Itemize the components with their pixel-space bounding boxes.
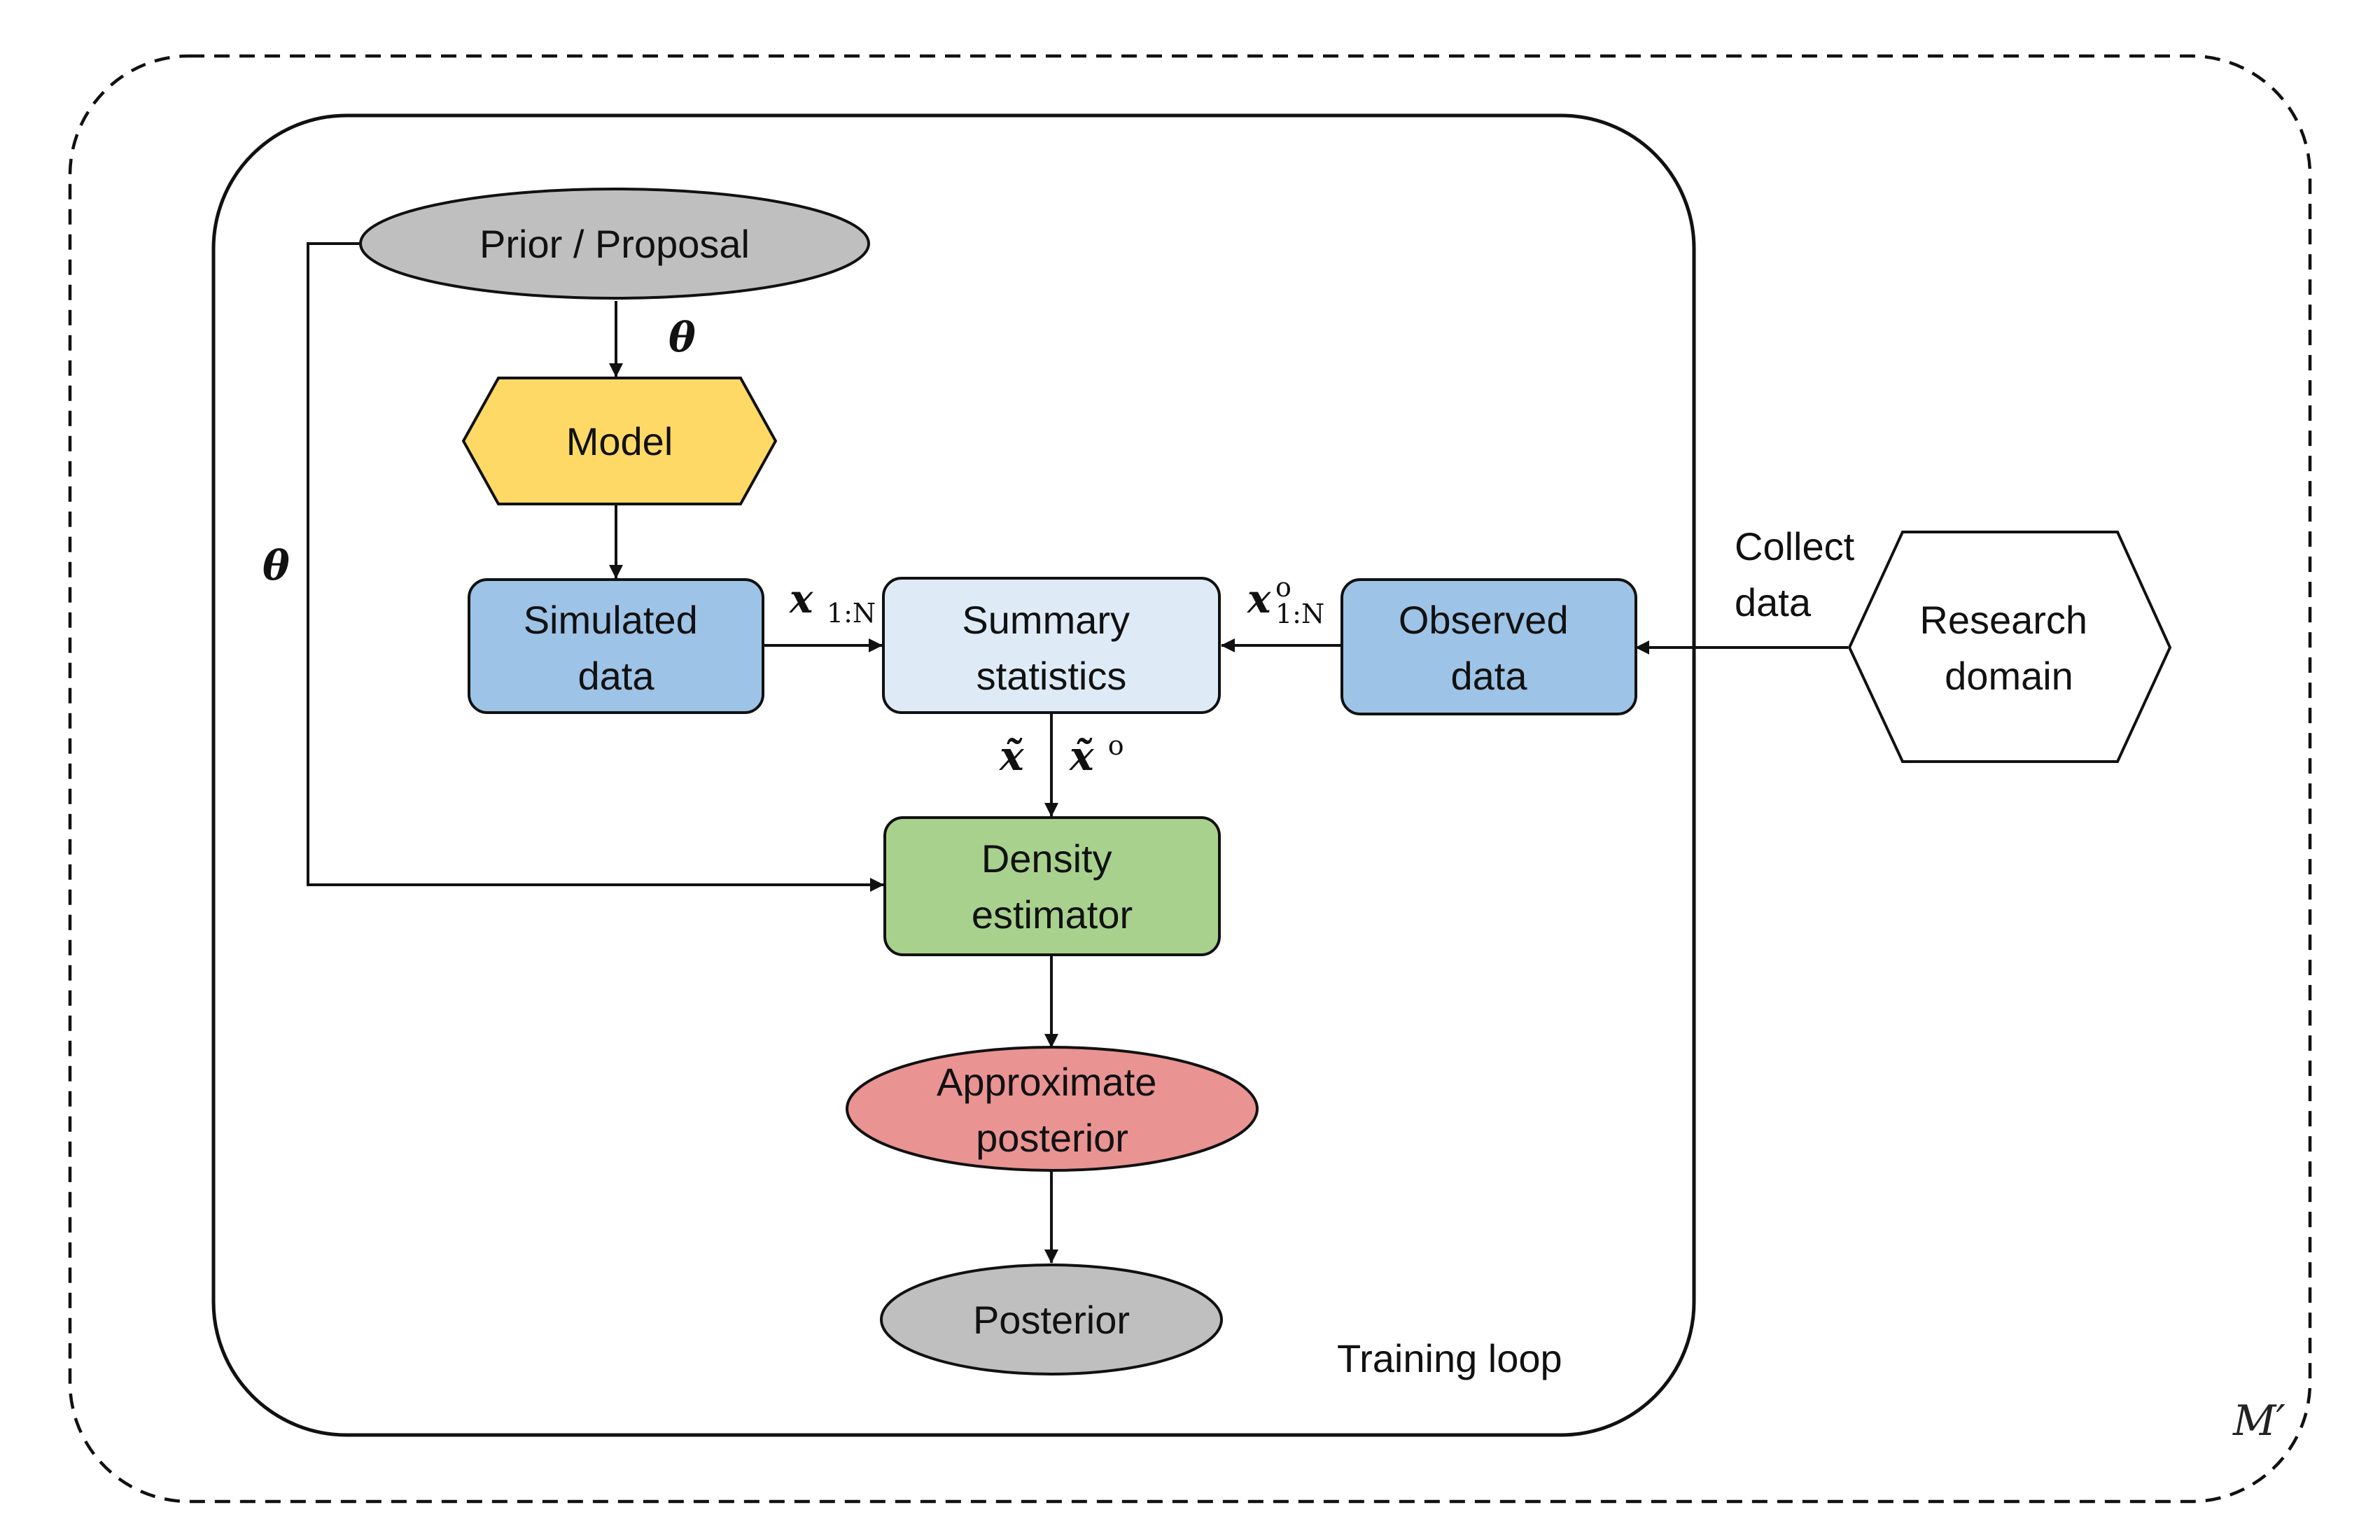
approximate-posterior-line1: Approximate <box>937 1060 1156 1104</box>
theta-side-label: θ <box>262 542 290 589</box>
simulated-data-label: Simulated data <box>524 598 709 698</box>
outer-region-label: M′ <box>2232 1396 2286 1446</box>
x-tilde-obs-base: x̃ <box>1068 732 1095 780</box>
approximate-posterior-node <box>846 1046 1259 1172</box>
outer-region-border <box>68 54 2312 1504</box>
collect-data-line2: data <box>1735 580 1812 624</box>
model-label: Model <box>566 419 673 463</box>
x-sim-base: x <box>789 576 813 622</box>
prior-proposal-node <box>359 188 870 300</box>
training-loop-label: Training loop <box>1337 1336 1562 1380</box>
observed-data-line2: data <box>1451 654 1528 698</box>
summary-statistics-line2: statistics <box>976 654 1127 698</box>
prior-proposal-label: Prior / Proposal <box>479 222 750 266</box>
x-tilde-obs-label: x̃ o <box>1068 730 1124 780</box>
research-domain-label: Research domain <box>1919 598 2098 698</box>
observed-data-node <box>1340 578 1637 715</box>
density-estimator-line1: Density <box>981 836 1112 881</box>
simulated-data-line1: Simulated <box>524 598 698 642</box>
edge-prior-to-density <box>307 242 884 892</box>
x-obs-sub: 1:N <box>1275 598 1324 629</box>
summary-statistics-line1: Summary <box>962 598 1130 642</box>
x-tilde-label: x̃ <box>998 732 1025 780</box>
x-obs-label: x <box>1247 576 1271 622</box>
x-sim-label: x 1:N <box>789 576 876 629</box>
approximate-posterior-label: Approximate posterior <box>937 1060 1168 1160</box>
simulated-data-node <box>468 578 764 714</box>
x-sim-sub: 1:N <box>827 598 876 629</box>
posterior-label: Posterior <box>973 1298 1130 1342</box>
posterior-node <box>880 1264 1223 1376</box>
observed-data-label: Observed data <box>1399 598 1579 698</box>
summary-statistics-label: Summary statistics <box>962 598 1140 698</box>
research-domain-line1: Research <box>1919 598 2087 642</box>
research-domain-node <box>1847 531 2172 763</box>
density-estimator-label: Density estimator <box>972 836 1133 937</box>
x-obs-base: x <box>1247 576 1271 622</box>
summary-statistics-node <box>882 577 1221 714</box>
approximate-posterior-line2: posterior <box>976 1116 1128 1160</box>
x-tilde-obs-sup: o <box>1108 730 1124 761</box>
research-domain-line2: domain <box>1945 654 2073 698</box>
training-loop-container <box>211 113 1696 1437</box>
collect-data-line1: Collect <box>1735 524 1855 568</box>
x-obs-sup: o <box>1275 572 1292 603</box>
density-estimator-line2: estimator <box>972 892 1133 937</box>
simulated-data-line2: data <box>578 654 655 698</box>
observed-data-line1: Observed <box>1399 598 1569 642</box>
theta-model-label: θ <box>668 314 696 361</box>
density-estimator-node <box>883 816 1221 956</box>
collect-data-label: Collect data <box>1735 524 1865 624</box>
model-node <box>461 377 778 505</box>
